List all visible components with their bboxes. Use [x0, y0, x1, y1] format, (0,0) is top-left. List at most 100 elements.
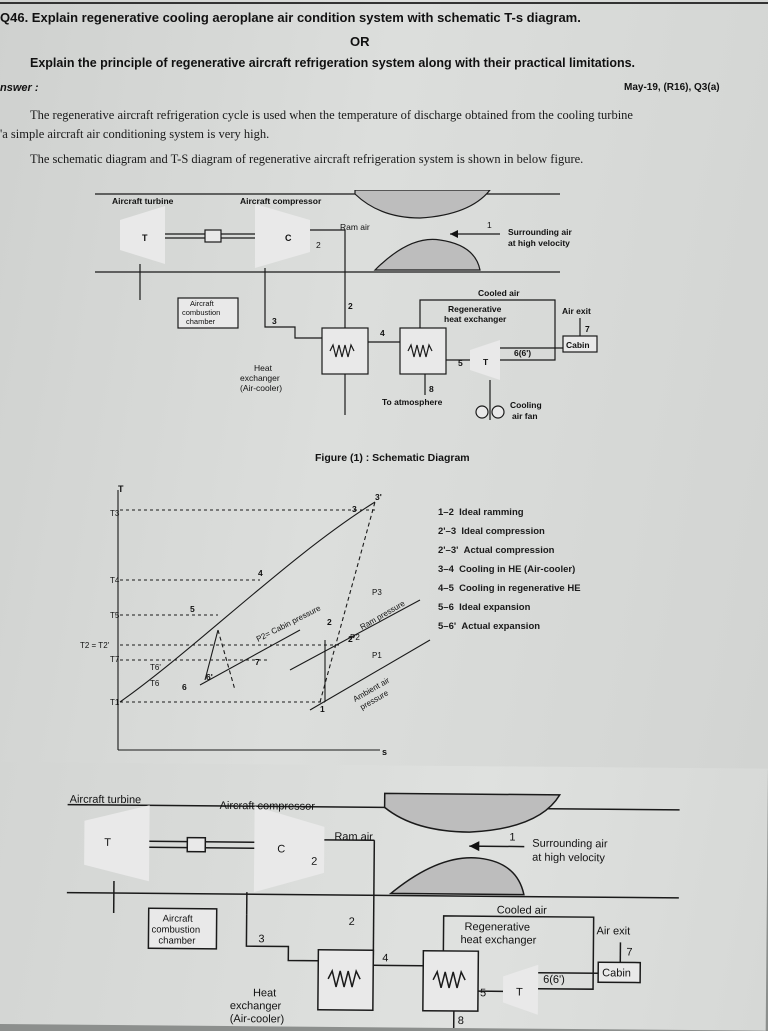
label-combustion-1: Aircraft: [163, 913, 194, 924]
label-combustion-1: Aircraft: [190, 299, 215, 308]
label-p3: P3: [372, 588, 382, 597]
tick-T7: T7: [110, 655, 120, 664]
tick-T2: T2 = T2': [80, 641, 110, 650]
shaft-coupling: [205, 230, 221, 242]
legend-code: 3–4: [438, 564, 454, 575]
compressor-shape: [254, 806, 325, 893]
label-point-5: 5: [480, 987, 486, 999]
label-point-8: 8: [458, 1015, 464, 1027]
label-aircraft-turbine: Aircraft turbine: [70, 794, 142, 807]
label-cooled-air: Cooled air: [478, 288, 520, 298]
label-air-exit: Air exit: [596, 925, 630, 937]
label-surrounding-air-2: at high velocity: [508, 238, 570, 248]
label-point-2a: 2: [311, 856, 317, 868]
compression-line: [320, 502, 375, 702]
label-T-small: T: [516, 987, 523, 999]
legend-item-1-2: 1–2 Ideal ramming: [438, 507, 524, 518]
legend-item-4-5: 4–5 Cooling in regenerative HE: [438, 583, 581, 594]
label-p2: P2: [350, 633, 360, 642]
question-title: Q46. Explain regenerative cooling aeropl…: [0, 10, 581, 25]
label-point-7: 7: [626, 946, 632, 958]
label-ram-pressure: Ram pressure: [359, 599, 407, 632]
label-combustion-3: chamber: [186, 317, 216, 326]
pt-6: 6: [182, 682, 187, 692]
legend-item-5-6: 5–6 Ideal expansion: [438, 602, 530, 613]
label-C: C: [285, 233, 292, 243]
label-combustion-2: combustion: [151, 924, 200, 935]
pt-3p: 3': [375, 492, 382, 502]
label-C: C: [277, 843, 285, 855]
label-regen-2: heat exchanger: [444, 314, 507, 324]
label-point-3: 3: [258, 933, 264, 945]
isobar-upper: [120, 502, 375, 702]
pt-7: 7: [255, 657, 260, 667]
pt-3: 3: [352, 504, 357, 514]
duct-top-line: [68, 805, 680, 810]
label-combustion-2: combustion: [182, 308, 220, 317]
textbook-page: Q46. Explain regenerative cooling aeropl…: [0, 0, 768, 770]
label-surrounding-air-2: at high velocity: [532, 852, 605, 865]
legend-text: Actual compression: [464, 545, 555, 556]
axis-s-label: s: [382, 747, 387, 757]
top-rule: [0, 2, 768, 4]
label-point-3: 3: [272, 316, 277, 326]
legend-code: 2'–3: [438, 526, 456, 537]
label-point-4: 4: [382, 952, 388, 964]
label-ram-air: Ram air: [340, 222, 370, 232]
label-point-4: 4: [380, 328, 385, 338]
tick-T3: T3: [110, 509, 120, 518]
paragraph-2: The schematic diagram and T-S diagram of…: [30, 152, 583, 167]
tick-T1: T1: [110, 698, 120, 707]
axis-T-label: T: [118, 484, 124, 494]
ram-air-duct: [373, 840, 374, 965]
label-surrounding-air-1: Surrounding air: [508, 227, 572, 237]
paragraph-1-line-1: The regenerative aircraft refrigeration …: [30, 108, 633, 123]
pt-5: 5: [190, 604, 195, 614]
pt-1: 1: [320, 704, 325, 714]
legend-text: Ideal compression: [461, 526, 544, 537]
label-point-5: 5: [458, 358, 463, 368]
label-cabin-pressure: P2= Cabin pressure: [255, 603, 323, 643]
zoomed-schematic-photo: Aircraft turbine Aircraft compressor T C…: [0, 762, 768, 1031]
tick-T4: T4: [110, 576, 120, 585]
legend-code: 2'–3': [438, 545, 458, 556]
label-surrounding-air-1: Surrounding air: [532, 838, 608, 851]
pt-6p: 6': [206, 672, 213, 682]
wing-top-hatch: [355, 190, 490, 218]
paragraph-1-line-2: 'a simple aircraft air conditioning syst…: [0, 127, 269, 142]
schematic-diagram-zoom: Aircraft turbine Aircraft compressor T C…: [0, 762, 768, 1031]
label-heat-ex-1: Heat: [253, 987, 276, 999]
legend-item-3-4: 3–4 Cooling in HE (Air-cooler): [438, 564, 575, 575]
label-T: T: [142, 233, 148, 243]
label-combustion-3: chamber: [158, 935, 195, 946]
tick-T6: T6: [150, 679, 160, 688]
label-ram-air: Ram air: [334, 831, 373, 843]
label-heat-ex-2: exchanger: [240, 373, 280, 383]
label-point-8: 8: [429, 384, 434, 394]
label-aircraft-compressor: Aircraft compressor: [220, 800, 316, 813]
wing-top-hatch: [384, 793, 559, 833]
arrow-head: [469, 841, 479, 851]
exam-reference: May-19, (R16), Q3(a): [624, 82, 720, 93]
fan-blade-left: [476, 406, 488, 418]
label-cooling-fan-1: Cooling: [510, 400, 542, 410]
legend-code: 5–6': [438, 621, 456, 632]
pt-4: 4: [258, 568, 263, 578]
label-aircraft-turbine: Aircraft turbine: [112, 196, 174, 206]
label-heat-ex-1: Heat: [254, 363, 273, 373]
label-point-2b: 2: [349, 916, 355, 928]
legend-code: 4–5: [438, 583, 454, 594]
figure-caption: Figure (1) : Schematic Diagram: [315, 452, 470, 464]
alternate-question: Explain the principle of regenerative ai…: [30, 56, 635, 70]
legend-text: Cooling in regenerative HE: [459, 583, 580, 594]
label-point-1: 1: [487, 220, 492, 230]
turbine-shape: [84, 805, 150, 882]
legend-text: Ideal expansion: [459, 602, 530, 613]
label-point-2b: 2: [348, 301, 353, 311]
legend-text: Actual expansion: [461, 621, 540, 632]
label-cabin: Cabin: [602, 967, 631, 979]
label-point-66: 6(6'): [514, 348, 531, 358]
label-point-1: 1: [509, 831, 515, 843]
legend-text: Cooling in HE (Air-cooler): [459, 564, 575, 575]
pt-2: 2: [327, 617, 332, 627]
